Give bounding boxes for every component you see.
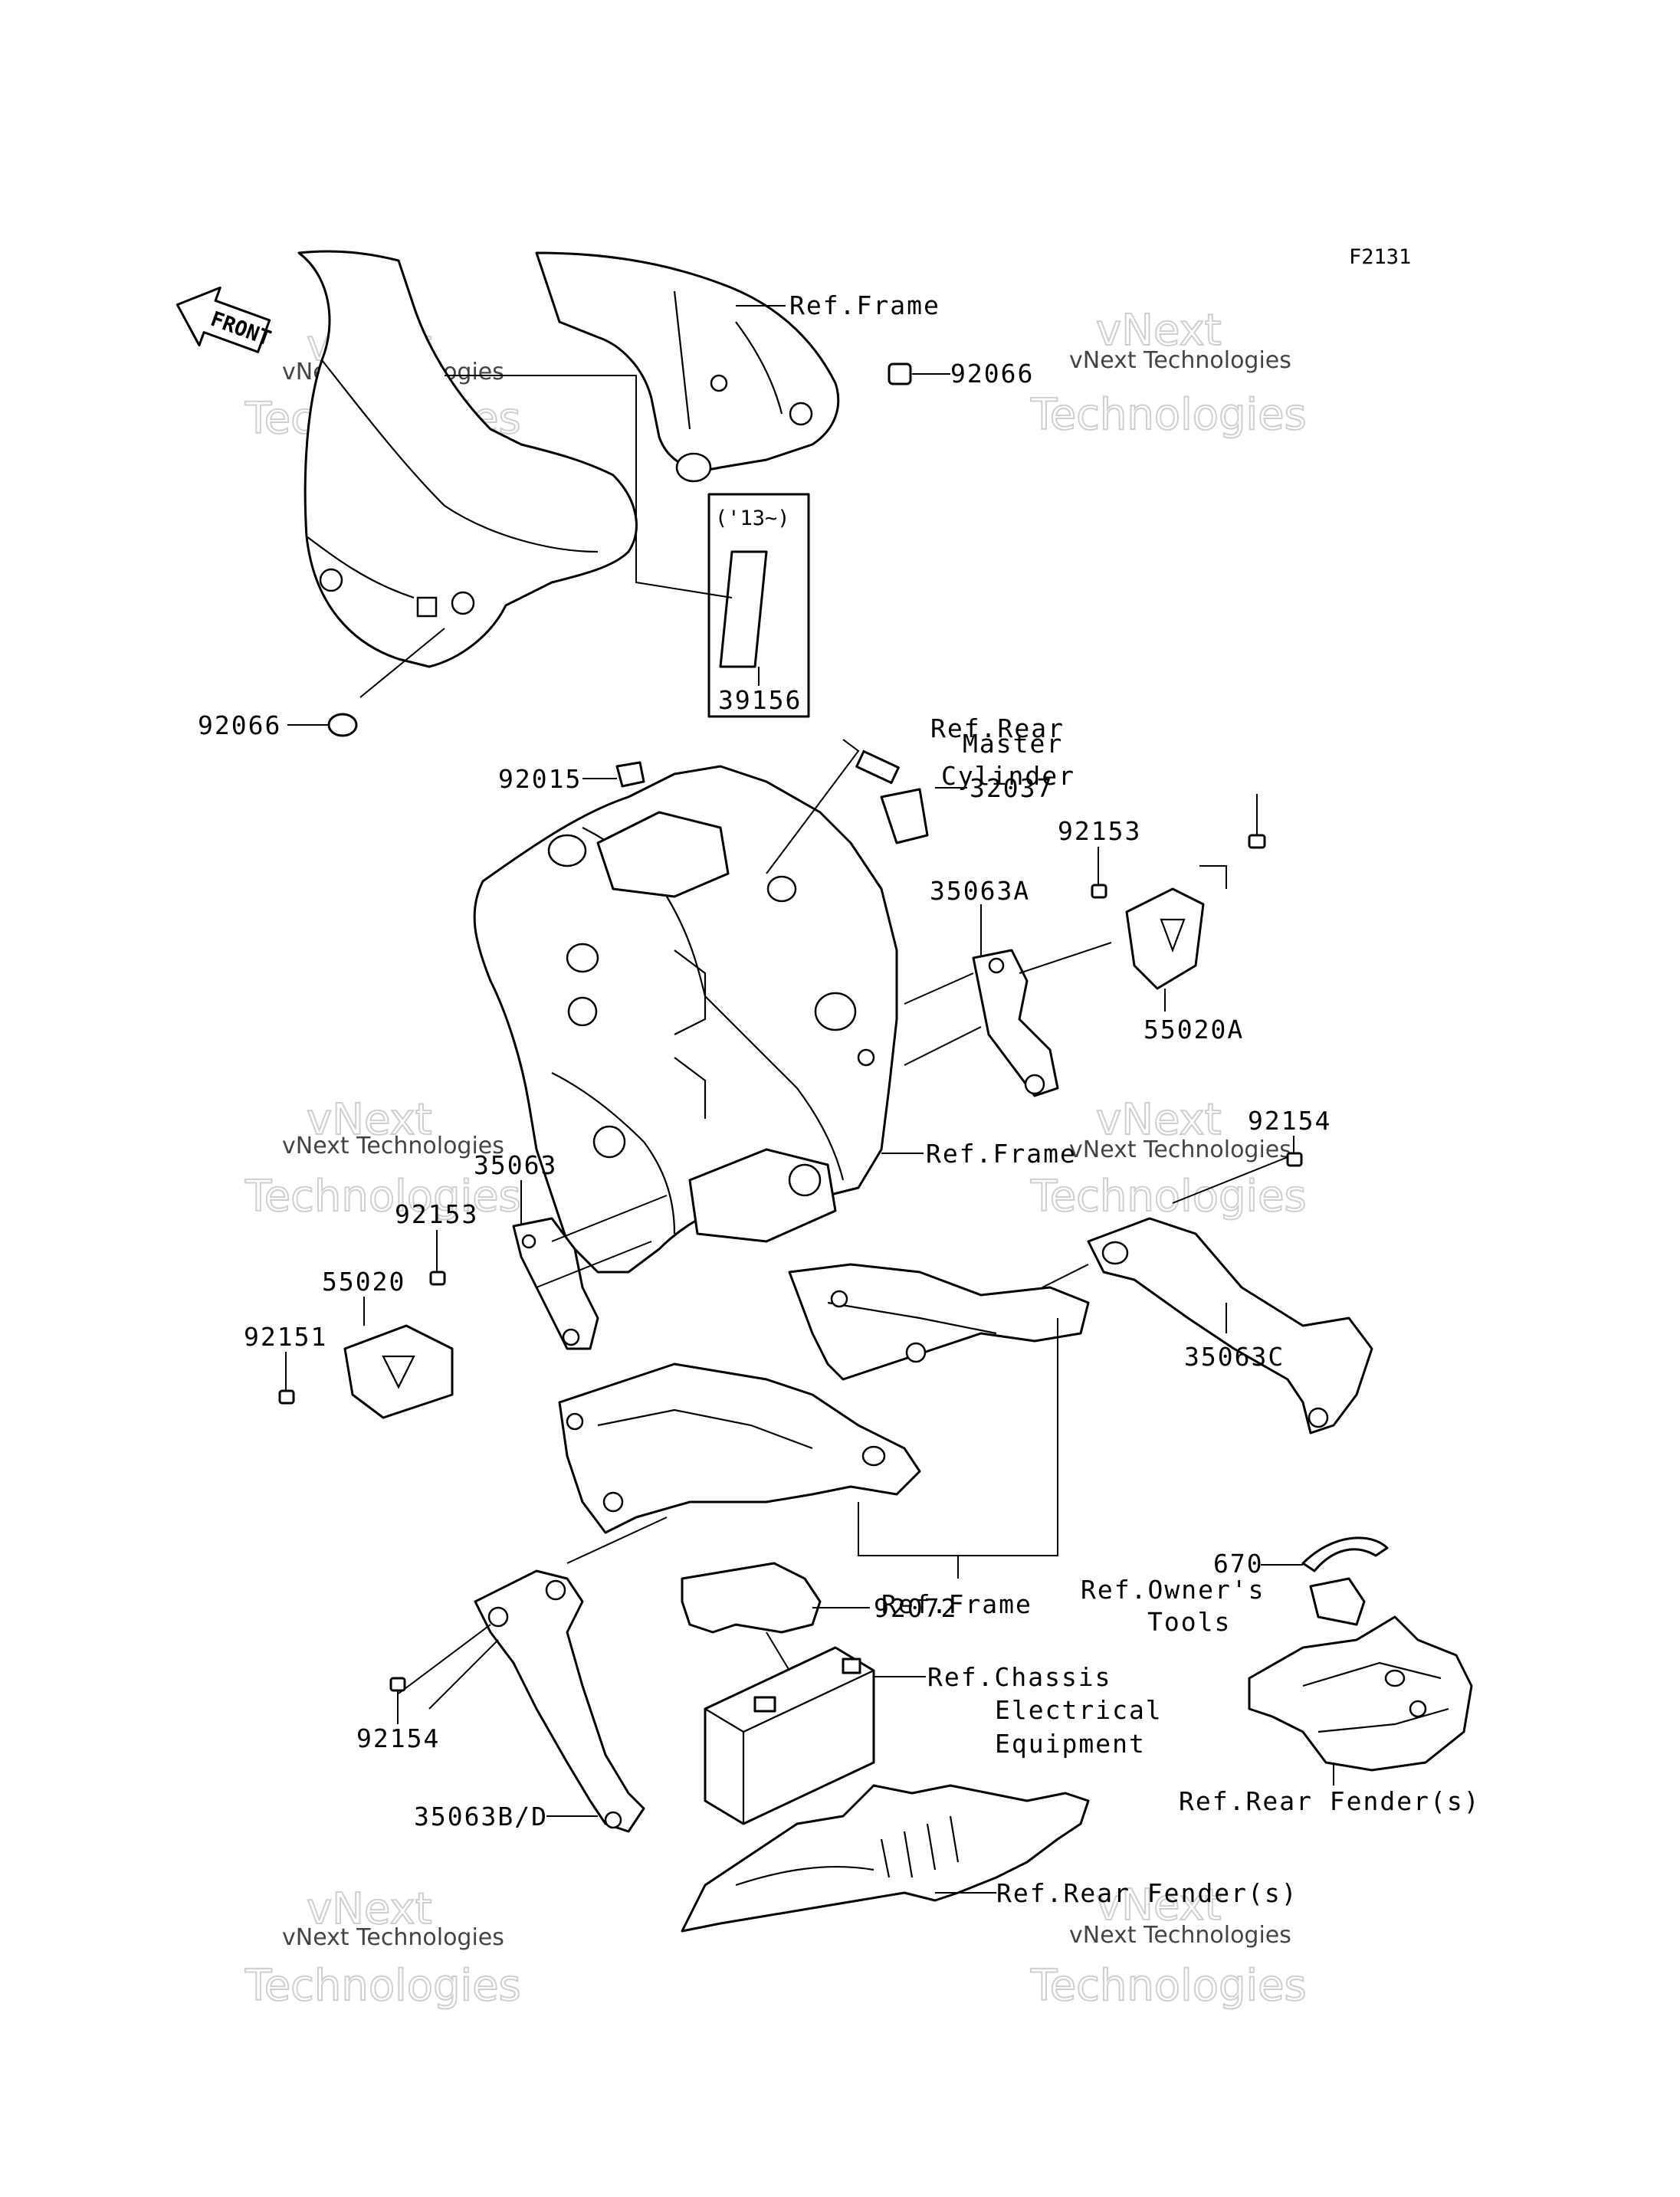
bolt-92154-left-icon (389, 1677, 406, 1692)
rear-fender-right (1248, 1615, 1473, 1772)
svg-text:92154: 92154 (1248, 1106, 1331, 1136)
svg-text:Technologies: Technologies (244, 1172, 521, 1221)
svg-text:Master: Master (963, 729, 1063, 759)
strap-670-icon (1301, 1536, 1389, 1572)
svg-text:vNext: vNext (1096, 1881, 1222, 1930)
svg-text:Technologies: Technologies (1030, 390, 1307, 440)
svg-text:vNext Technologies: vNext Technologies (282, 1133, 504, 1159)
svg-text:35063: 35063 (474, 1150, 557, 1180)
svg-text:vNext Technologies: vNext Technologies (1069, 1136, 1291, 1163)
svg-text:Ref.Owner's: Ref.Owner's (1081, 1575, 1265, 1605)
svg-text:Electrical: Electrical (995, 1695, 1163, 1725)
svg-text:vNext: vNext (307, 1884, 432, 1934)
svg-text:Technologies: Technologies (1030, 1961, 1307, 2011)
svg-text:vNext: vNext (307, 1095, 432, 1145)
bracket-32037-icon (766, 739, 967, 874)
svg-text:92072: 92072 (874, 1593, 957, 1623)
svg-text:92015: 92015 (498, 764, 582, 794)
svg-text:Technologies: Technologies (1030, 1172, 1307, 1221)
watermark-bottom-right: vNext vNext Technologies Technologies (1029, 1880, 1308, 2012)
rear-bracket-35063C (1087, 1217, 1373, 1435)
heel-guard-55020 (343, 1324, 454, 1419)
bolt-92153-right-icon (1091, 884, 1107, 899)
svg-text:32037: 32037 (970, 773, 1053, 803)
lower-subframe-rail (558, 1362, 921, 1534)
svg-text:55020: 55020 (322, 1267, 405, 1297)
heel-guard-55020A (1125, 887, 1205, 990)
nut-92015-icon (582, 761, 645, 788)
svg-text:35063A: 35063A (930, 876, 1030, 906)
upper-subframe-rail (788, 1263, 1090, 1381)
tool-pouch-icon (1309, 1577, 1366, 1626)
bolt-92153-left-icon (429, 1271, 446, 1286)
svg-text:Equipment: Equipment (995, 1729, 1146, 1759)
svg-text:vNext Technologies: vNext Technologies (1069, 1922, 1291, 1949)
svg-text:Ref.Frame: Ref.Frame (926, 1139, 1077, 1169)
svg-text:Cylinder: Cylinder (941, 761, 1075, 791)
grommet-92066-left-icon (287, 628, 445, 737)
svg-text:92066: 92066 (198, 710, 281, 740)
svg-text:Ref.Rear: Ref.Rear (930, 713, 1065, 743)
bolt-master-cylinder-icon (1248, 834, 1266, 849)
svg-text:92066: 92066 (950, 359, 1034, 389)
watermark-top-right: vNext vNext Technologies Technologies (1029, 305, 1308, 441)
watermark-mid-left: vNext vNext Technologies Technologies (244, 1094, 522, 1222)
battery-cover-92072 (681, 1562, 822, 1634)
svg-text:Technologies: Technologies (244, 1961, 521, 2011)
svg-text:92151: 92151 (244, 1322, 327, 1352)
svg-text:Ref.Chassis: Ref.Chassis (927, 1662, 1112, 1692)
watermark-mid-right: vNext vNext Technologies Technologies (1029, 1094, 1308, 1222)
svg-text:Ref.Rear Fender(s): Ref.Rear Fender(s) (1179, 1786, 1481, 1816)
svg-text:vNext: vNext (1096, 1095, 1222, 1145)
svg-text:670: 670 (1213, 1549, 1264, 1579)
ref-frame-top-label: Ref.Frame (789, 290, 940, 320)
bolt-92154-right-icon (1286, 1152, 1303, 1167)
svg-text:92153: 92153 (1058, 816, 1141, 846)
bolt-92151-icon (278, 1389, 295, 1405)
svg-text:vNext Technologies: vNext Technologies (282, 1924, 504, 1951)
svg-text:35063B/D: 35063B/D (414, 1802, 548, 1831)
svg-text:('13~): ('13~) (715, 507, 790, 530)
main-frame (473, 765, 898, 1274)
svg-text:55020A: 55020A (1144, 1015, 1244, 1044)
label-39156-group: ('13~) 39156 (445, 375, 810, 718)
svg-text:Ref.Rear Fender(s): Ref.Rear Fender(s) (996, 1878, 1298, 1908)
battery-icon (704, 1646, 875, 1825)
watermark-bottom-left: vNext vNext Technologies Technologies (244, 1884, 522, 2012)
rear-fender-bottom (681, 1784, 1090, 1933)
upper-frame-assembly (297, 250, 840, 668)
svg-text:92153: 92153 (395, 1199, 478, 1229)
svg-text:vNext: vNext (1096, 306, 1222, 356)
svg-text:Ref.Frame: Ref.Frame (881, 1589, 1032, 1619)
footpeg-bracket-35063A (972, 949, 1059, 1097)
front-arrow-icon: FRONT (176, 286, 274, 353)
grommet-92066-top-icon (888, 362, 950, 385)
figure-code: F2131 (1349, 245, 1411, 269)
svg-text:Tools: Tools (1147, 1607, 1231, 1637)
svg-text:39156: 39156 (718, 685, 802, 715)
grab-bracket-35063BD (474, 1569, 645, 1833)
svg-text:35063C: 35063C (1184, 1342, 1285, 1372)
footpeg-bracket-35063 (512, 1217, 599, 1350)
svg-text:vNext Technologies: vNext Technologies (1069, 347, 1291, 374)
svg-text:92154: 92154 (356, 1723, 440, 1753)
